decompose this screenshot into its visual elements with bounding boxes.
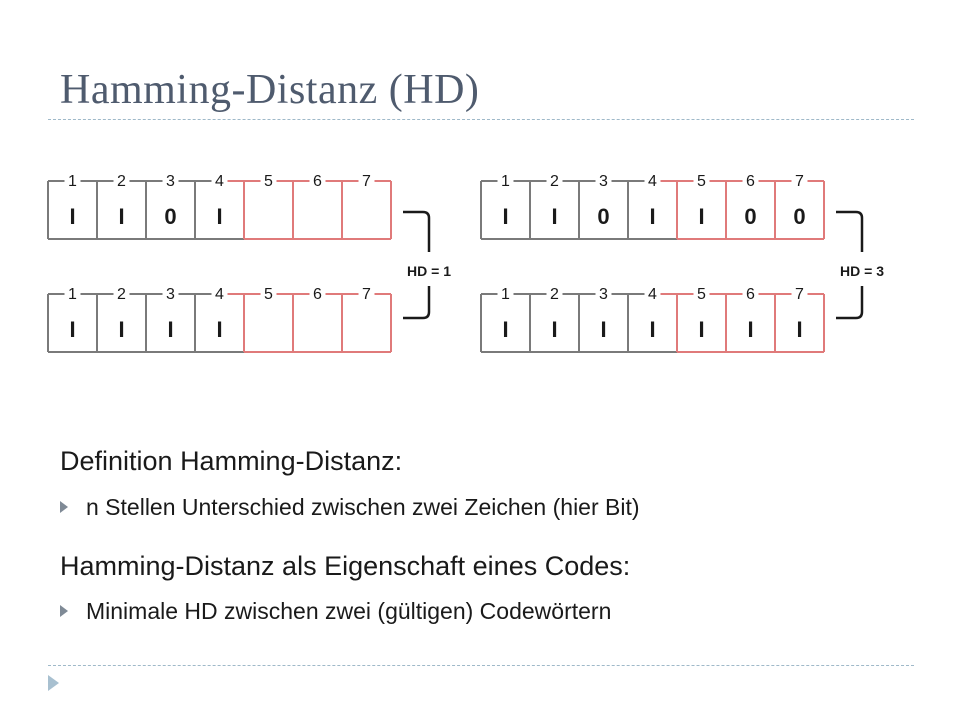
bit-position-number: 5: [697, 286, 706, 303]
bit-position-number: 1: [68, 286, 77, 303]
bracket-top: [403, 210, 431, 252]
hd-label: HD = 3: [840, 263, 884, 279]
bit-position-number: 1: [501, 173, 510, 190]
bit-value: 0: [793, 204, 805, 229]
bit-value: I: [118, 317, 124, 342]
hd-label: HD = 1: [407, 263, 451, 279]
bit-value: I: [118, 204, 124, 229]
definition-bullet-text: n Stellen Unterschied zwischen zwei Zeic…: [86, 494, 640, 520]
bit-value: I: [69, 204, 75, 229]
bit-position-number: 5: [264, 286, 273, 303]
bit-position-number: 6: [313, 173, 322, 190]
bit-value: I: [69, 317, 75, 342]
corner-triangle-icon: [48, 675, 59, 691]
bit-position-number: 3: [166, 286, 175, 303]
bit-position-number: 7: [795, 173, 804, 190]
bit-position-number: 3: [166, 173, 175, 190]
definition-bullet: n Stellen Unterschied zwischen zwei Zeic…: [60, 494, 640, 521]
bit-position-number: 6: [746, 173, 755, 190]
property-bullet: Minimale HD zwischen zwei (gültigen) Cod…: [60, 598, 611, 625]
bit-value: 0: [164, 204, 176, 229]
bit-value: I: [747, 317, 753, 342]
bit-position-number: 6: [746, 286, 755, 303]
property-bullet-text: Minimale HD zwischen zwei (gültigen) Cod…: [86, 598, 612, 624]
bit-position-number: 1: [68, 173, 77, 190]
bit-position-number: 7: [362, 286, 371, 303]
bit-value: I: [649, 204, 655, 229]
bit-position-number: 4: [648, 173, 657, 190]
bit-value: I: [216, 317, 222, 342]
bit-value: I: [502, 317, 508, 342]
bit-value: 0: [744, 204, 756, 229]
triangle-bullet-icon: [60, 604, 68, 617]
bit-position-number: 5: [264, 173, 273, 190]
bit-position-number: 2: [117, 286, 126, 303]
bit-position-number: 3: [599, 173, 608, 190]
property-heading: Hamming-Distanz als Eigenschaft eines Co…: [60, 551, 631, 581]
bit-position-number: 2: [550, 173, 559, 190]
bottom-divider: [48, 665, 914, 666]
bit-position-number: 3: [599, 286, 608, 303]
bit-value: I: [551, 317, 557, 342]
bit-value: I: [796, 317, 802, 342]
bit-value: 0: [597, 204, 609, 229]
bit-value: I: [502, 204, 508, 229]
bit-value: I: [600, 317, 606, 342]
bit-position-number: 6: [313, 286, 322, 303]
bit-value: I: [698, 317, 704, 342]
bit-value: I: [649, 317, 655, 342]
bit-value: I: [551, 204, 557, 229]
definition-heading: Definition Hamming-Distanz:: [60, 446, 403, 476]
bit-position-number: 2: [117, 173, 126, 190]
bit-position-number: 1: [501, 286, 510, 303]
bit-position-number: 7: [795, 286, 804, 303]
bit-value: I: [216, 204, 222, 229]
bit-position-number: 2: [550, 286, 559, 303]
slide-title: Hamming-Distanz (HD): [60, 67, 480, 113]
bit-value: I: [167, 317, 173, 342]
bracket-bottom: [403, 286, 431, 320]
bracket-top: [836, 210, 864, 252]
top-divider: [48, 119, 914, 120]
bit-position-number: 4: [215, 286, 224, 303]
bit-position-number: 4: [215, 173, 224, 190]
triangle-bullet-icon: [60, 500, 68, 513]
bit-position-number: 7: [362, 173, 371, 190]
bracket-bottom: [836, 286, 864, 320]
bit-position-number: 5: [697, 173, 706, 190]
bit-position-number: 4: [648, 286, 657, 303]
bit-value: I: [698, 204, 704, 229]
